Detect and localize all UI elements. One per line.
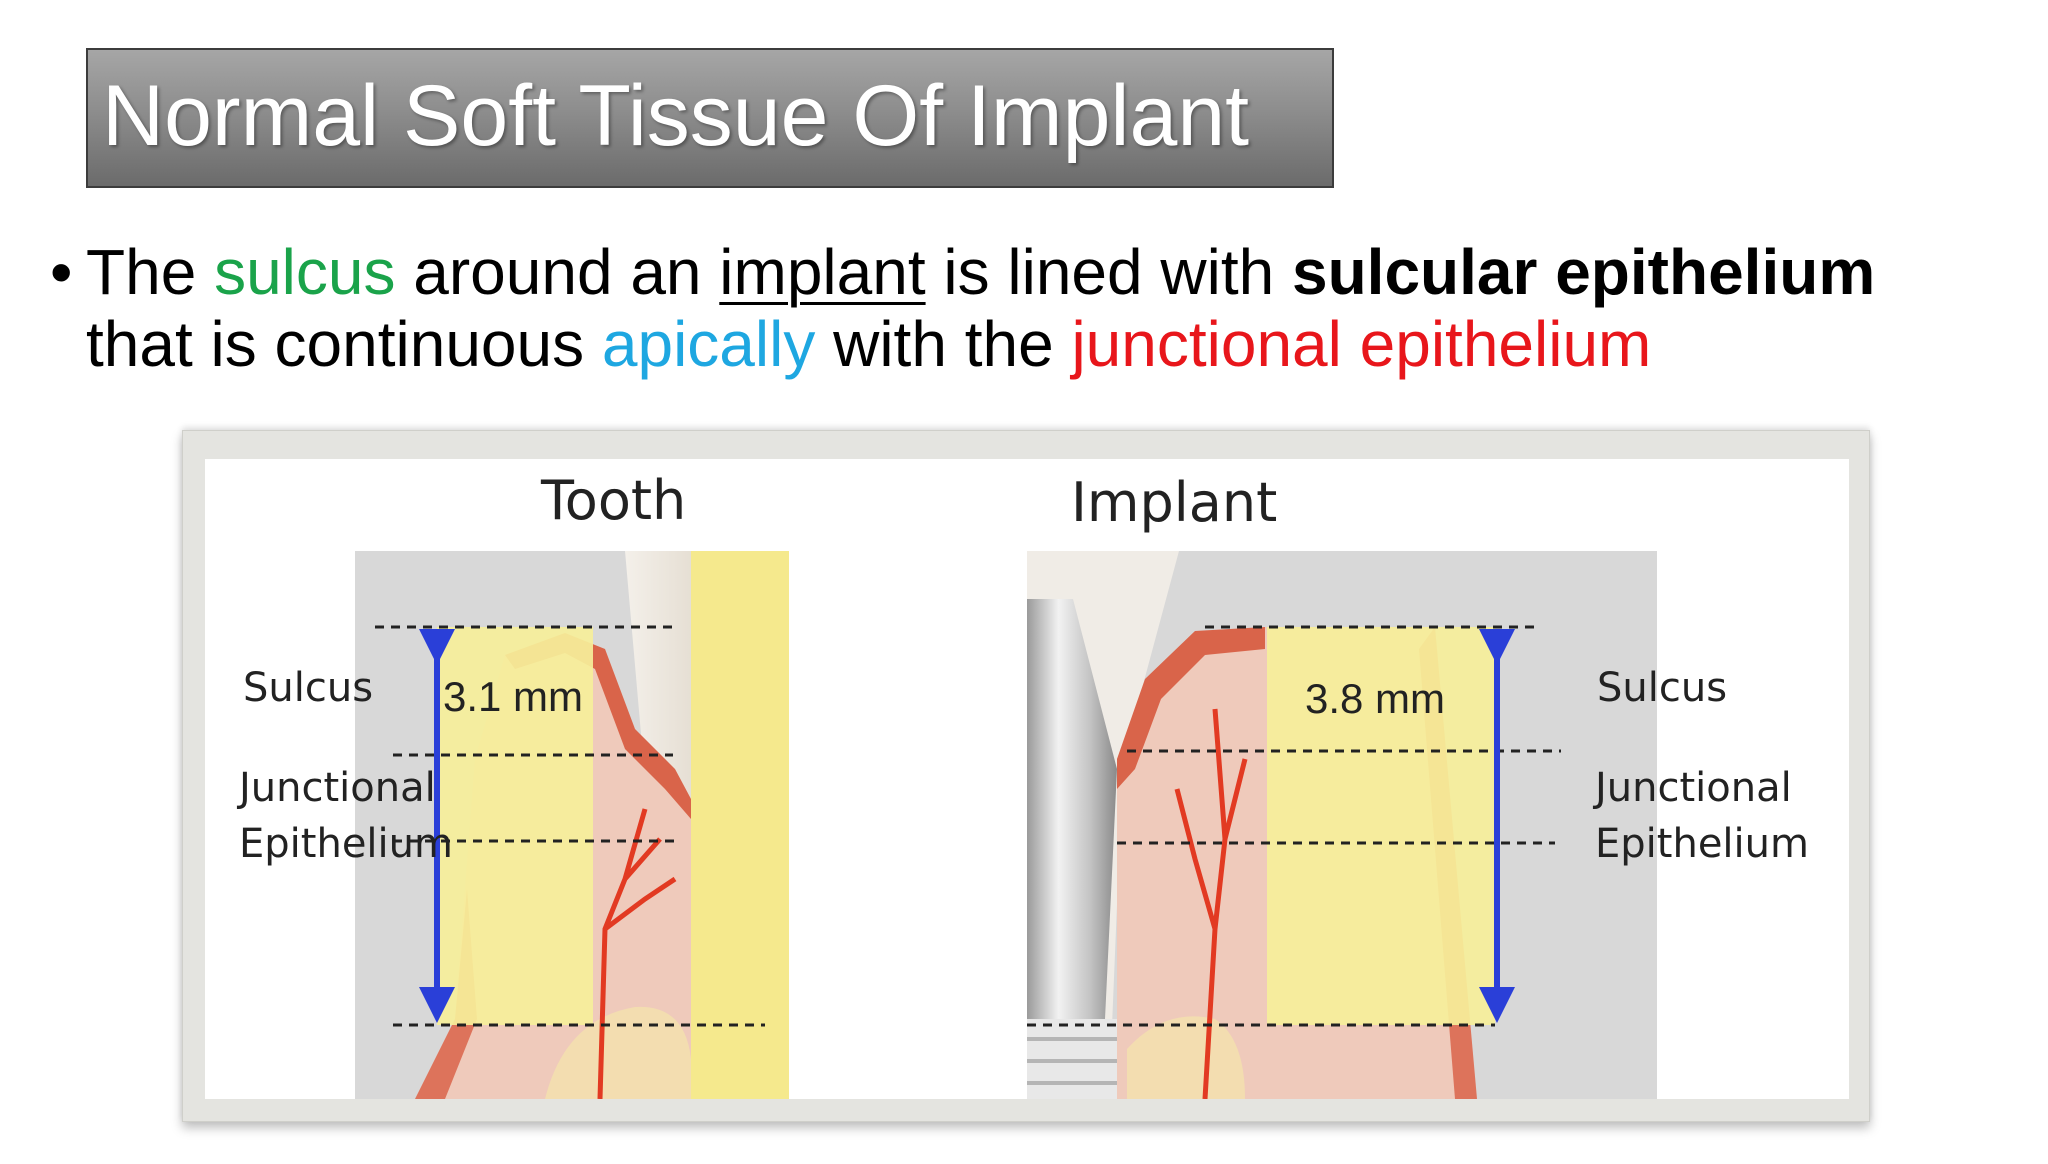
text-segment: with the [815, 308, 1072, 380]
bullet-marker: • [50, 236, 73, 308]
tooth-alveolar-bone [545, 1006, 691, 1099]
title-banner: Normal Soft Tissue Of Implant [86, 48, 1334, 188]
diagram-canvas: Tooth 3.1 mm Sulcus Junctional Epitheliu… [205, 459, 1849, 1099]
term-sulcular-epithelium: sulcular epithelium [1291, 236, 1876, 308]
bullet-line-2: that is continuous apically with the jun… [86, 308, 1875, 380]
implant-alveolar-bone [1127, 1016, 1245, 1099]
tooth-label-junctional: Junctional [236, 765, 436, 811]
tooth-blood-vessels [597, 808, 677, 1099]
tooth-gingiva-outer [415, 889, 477, 1099]
implant-yellow-zone [1267, 627, 1495, 1025]
bullet-text: The sulcus around an implant is lined wi… [86, 236, 1875, 380]
implant-label-sulcus: Sulcus [1597, 665, 1727, 711]
implant-panel: Implant 3.8 mm Sulcus Junctional Epithel… [1027, 471, 1809, 1099]
implant-label-junctional: Junctional [1592, 765, 1792, 811]
term-junctional-epithelium: junctional epithelium [1071, 308, 1652, 380]
slide-title: Normal Soft Tissue Of Implant [102, 68, 1250, 164]
term-apically: apically [601, 308, 816, 380]
implant-blood-vessels [1174, 708, 1248, 1099]
implant-heading: Implant [1071, 471, 1277, 534]
tooth-label-sulcus: Sulcus [243, 665, 373, 711]
tooth-root-highlight [691, 551, 789, 1099]
tooth-panel: Tooth 3.1 mm Sulcus Junctional Epitheliu… [236, 469, 789, 1099]
term-implant: implant [719, 236, 926, 308]
text-segment: that is continuous [86, 308, 602, 380]
bullet-line-1: The sulcus around an implant is lined wi… [86, 236, 1875, 308]
tooth-label-epithelium: Epithelium [239, 821, 453, 867]
text-segment: around an [395, 236, 720, 308]
tooth-yellow-zone [437, 627, 593, 1025]
implant-gingiva-epithelium [1117, 627, 1265, 789]
implant-abutment [1027, 599, 1117, 1019]
tooth-measurement-label: 3.1 mm [443, 673, 583, 720]
implant-measurement-label: 3.8 mm [1305, 675, 1445, 722]
text-segment: is lined with [925, 236, 1292, 308]
implant-label-epithelium: Epithelium [1595, 821, 1809, 867]
term-sulcus: sulcus [214, 236, 396, 308]
tooth-implant-diagram: Tooth 3.1 mm Sulcus Junctional Epitheliu… [236, 469, 1809, 1099]
diagram-frame: Tooth 3.1 mm Sulcus Junctional Epitheliu… [182, 430, 1870, 1122]
tooth-heading: Tooth [540, 469, 686, 532]
text-segment: The [86, 236, 215, 308]
